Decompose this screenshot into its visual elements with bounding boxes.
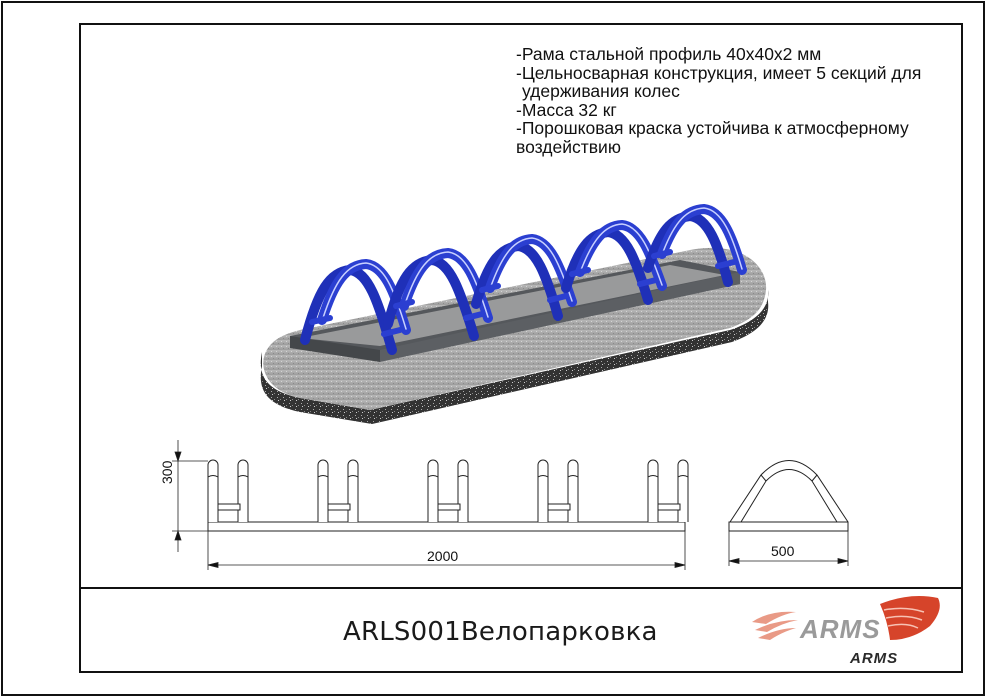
width-dimension [728,531,849,566]
uprights-front [207,459,689,522]
length-dimension-label: 2000 [427,548,458,564]
length-dimension [207,531,686,570]
width-dimension-label: 500 [771,543,795,559]
spec-line-construction: -Цельносварная конструкция, имеет 5 секц… [516,62,922,83]
arch-section-3 [471,233,577,321]
spec-line-paint-cont: воздействию [516,136,621,157]
side-elevation-drawing [728,460,849,566]
base-profile-front [207,521,686,532]
drawing-title: ARLS001Велопарковка [343,617,658,647]
height-dimension [172,440,208,552]
spec-line-construction-cont: удерживания колес [522,81,680,102]
specification-list: -Рама стальной профиль 40х40х2 мм -Цельн… [516,45,956,157]
arms-logo-small: ARMS [849,650,898,667]
swoosh-icon-left [752,611,798,640]
spec-line-paint: -Порошковая краска устойчива к атмосферн… [516,118,909,139]
title-block-divider [79,587,963,589]
swoosh-icon-right [880,596,940,640]
front-elevation-drawing [172,440,689,570]
height-dimension-label: 300 [159,460,175,484]
wheel-arches [300,203,747,355]
logo-wordmark-large: ARMS [799,614,881,644]
arms-logo-large: ARMS [752,596,940,644]
spec-line-frame: -Рама стальной профиль 40х40х2 мм [516,44,822,64]
drawing-frame [79,23,963,673]
arch-section-5 [643,203,747,287]
spec-line-mass: -Масса 32 кг [516,99,617,120]
